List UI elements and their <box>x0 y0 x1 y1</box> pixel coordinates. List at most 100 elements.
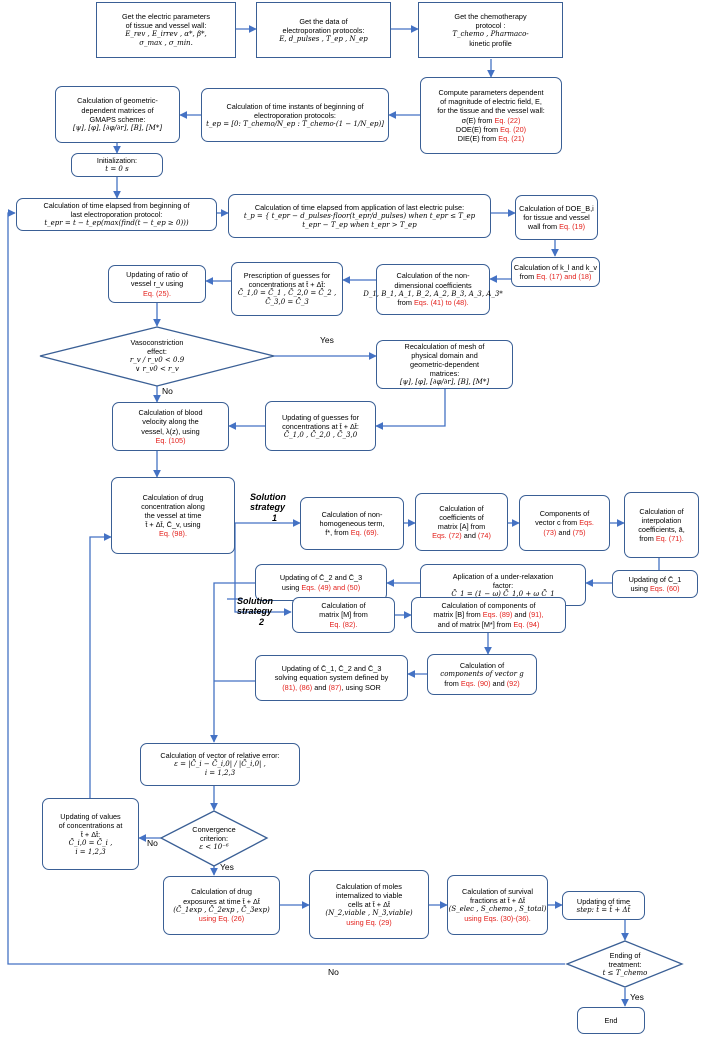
equation-reference: Eqs. (89) <box>482 610 513 620</box>
equation-reference: using Eq. (29) <box>346 917 392 927</box>
line-text: using <box>630 584 650 593</box>
line-text: DOE(E) from <box>455 124 501 134</box>
equation-reference: (91), <box>528 610 544 620</box>
equation-reference: using Eq. (26) <box>198 914 245 924</box>
line-text: f*, from <box>325 528 351 538</box>
equation-reference: (87) <box>328 682 342 692</box>
equation-reference: Eqs. (41) to (48). <box>413 298 469 308</box>
equation-reference: (73) <box>543 527 557 537</box>
equation-reference: Eqs. (60) <box>649 584 680 593</box>
label-yes-convergence: Yes <box>220 862 234 872</box>
line-text: and <box>490 678 507 688</box>
line-text: and <box>312 682 329 692</box>
node-end: End <box>577 1007 645 1034</box>
equation-reference: (74) <box>477 531 491 541</box>
arrow-n15-n17 <box>375 389 446 430</box>
line-text: from <box>444 678 461 688</box>
node-time-since-pulse: Calculation of time elapsed from applica… <box>228 194 491 238</box>
decision-ending <box>565 940 684 988</box>
equation-reference: Eq. (69). <box>350 528 379 538</box>
equation-reference: Eq. (82). <box>329 619 358 629</box>
equation-reference: (75) <box>572 527 586 537</box>
decision-convergence <box>159 810 269 867</box>
equation-reference: Eq. (21) <box>498 133 525 143</box>
node-initialization: Initialization:t = 0 s <box>71 153 163 177</box>
line-text: and <box>512 610 529 620</box>
equation-reference: Eq. (17) and (18) <box>536 272 592 281</box>
equation-reference: Eq. (19) <box>559 222 586 232</box>
node-time-since-protocol: Calculation of time elapsed from beginni… <box>16 198 217 231</box>
line-text: vector c from <box>535 518 580 528</box>
line-text: and <box>556 527 573 537</box>
equation-reference: Eqs. (90) <box>460 678 491 688</box>
line-text: , using SOR <box>341 682 381 692</box>
label-no-ending: No <box>328 967 339 977</box>
equation-reference: Eq. (105) <box>155 435 186 445</box>
node-gmaps-matrices: Calculation of geometric-dependent matri… <box>55 86 180 143</box>
line-text: and <box>461 531 478 541</box>
equation-reference: using Eqs. (30)-(36). <box>464 913 531 923</box>
node-nonhomogeneous-term: Calculation of non-homogeneous term,f*, … <box>300 497 404 550</box>
arrow-n25-n30 <box>210 582 255 743</box>
equation-reference: Eq. (20) <box>500 124 527 134</box>
arrow-to-n26 <box>234 599 292 616</box>
node-time-instants: Calculation of time instants of beginnin… <box>201 88 389 142</box>
arrow-n31-n18 <box>89 533 112 798</box>
equation-reference: (92) <box>506 678 520 688</box>
equation-reference: Eqs. (72) <box>432 531 462 541</box>
label-yes-vasoconstriction: Yes <box>320 335 334 345</box>
label-no-vasoconstriction: No <box>162 386 173 396</box>
line-text: from <box>639 534 656 544</box>
equation-reference: Eq. (98). <box>159 529 187 539</box>
line-text: using <box>281 582 302 592</box>
equation-reference: Eq. (71). <box>655 534 684 544</box>
line-text: from <box>397 298 414 308</box>
decision-vasoconstriction <box>39 326 275 387</box>
label-yes-ending: Yes <box>630 992 644 1002</box>
equation-reference: Eqs. (49) and (50) <box>301 582 361 592</box>
line-text: wall from <box>527 222 560 232</box>
line-text: σ(E) from <box>461 115 495 125</box>
node-relative-error: Calculation of vector of relative error:… <box>140 743 300 786</box>
equation-reference: Eqs. <box>579 518 594 528</box>
line-text: matrix [B] from <box>433 610 483 620</box>
node-nondimensional-coefficients: Calculation of the non-dimensional coeff… <box>363 264 503 315</box>
equation-reference: (81), (86) <box>282 682 313 692</box>
equation-reference: Eq. (94) <box>513 619 540 629</box>
label-no-convergence: No <box>147 838 158 848</box>
line-text: from <box>519 272 537 281</box>
line-text: and of matrix [M*] from <box>437 619 514 629</box>
